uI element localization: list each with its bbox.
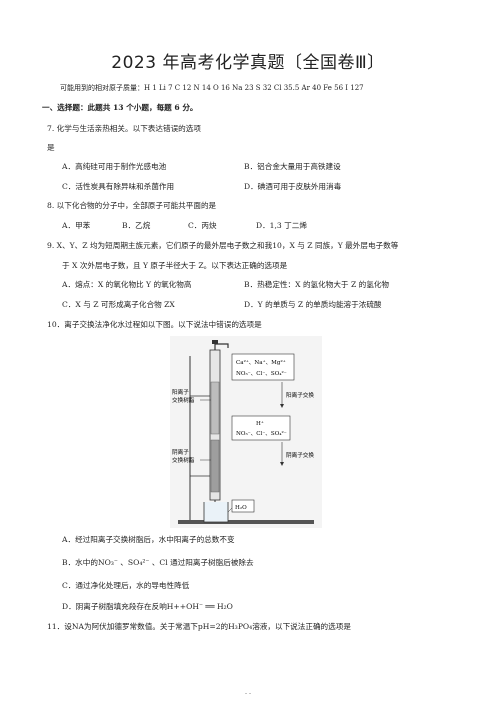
q9-stem-cont: 于 X 次外层电子数，且 Y 原子半径大于 Z。以下表达正确的选项是: [62, 261, 288, 270]
ions-top-line1: Ca²⁺、Na⁺、Mg²⁺: [236, 359, 286, 366]
q9-option-b: B．热稳定性：X 的氢化物大于 Z 的氢化物: [244, 280, 390, 289]
page-title: 2023 年高考化学真题〔全国卷Ⅲ〕: [111, 53, 385, 73]
q8-option-c: C．丙炔: [188, 221, 217, 230]
q8-option-d: D．1,3 丁二烯: [256, 221, 307, 230]
q11-stem: 11．设NA为阿伏加德罗常数值。关于常温下pH=2的H₃PO₄溶液，以下说法正确…: [47, 622, 351, 631]
ions-top-line2: NO₃⁻、Cl⁻、SO₄²⁻: [236, 370, 287, 377]
beaker: [203, 502, 229, 523]
anion-resin-label-2: 交换树脂: [172, 456, 195, 464]
q9-option-d: D．Y 的单质与 Z 的单质均能溶于浓硫酸: [244, 300, 382, 309]
ions-box-mid: [231, 415, 291, 441]
q10-option-b: B．水中的NO₃⁻ 、SO₄²⁻ 、Cl 通过阳离子树脂后被除去: [62, 558, 254, 567]
atomic-masses-line: 可能用到的相对原子质量：H 1 Li 7 C 12 N 14 O 16 Na 2…: [60, 84, 364, 92]
ions-box-top: [231, 353, 295, 381]
ion-exchange-figure: Ca²⁺、Na⁺、Mg²⁺ NO₃⁻、Cl⁻、SO₄²⁻ 阳离子 交换树脂 阳离…: [170, 336, 322, 528]
q7-stem-cont: 是: [47, 143, 55, 152]
q8-option-a: A．甲苯: [62, 221, 91, 230]
q7-option-c: C．活性炭具有除异味和杀菌作用: [62, 182, 175, 191]
anion-resin-label-1: 阴离子: [172, 448, 189, 456]
section-heading: 一、选择题：此题共 13 个小题，每题 6 分。: [42, 103, 198, 112]
water-label: H₂O: [235, 505, 247, 511]
page-footer: - -: [245, 690, 251, 697]
anion-exchange-label: 阴离子交换: [286, 451, 314, 459]
h-ion-label: H⁺: [256, 420, 264, 427]
q10-stem: 10．离子交换法净化水过程如以下图。以下说法中错误的选项是: [47, 320, 262, 329]
q7-option-a: A．高纯硅可用于制作光感电池: [62, 162, 167, 171]
q8-option-b: B．乙烷: [122, 221, 151, 230]
q8-stem: 8. 以下化合物的分子中，全部原子可能共平面的是: [47, 201, 217, 210]
cation-resin-bed: [210, 381, 220, 435]
q7-option-d: D．碘酒可用于皮肤外用消毒: [244, 182, 342, 191]
anion-resin-bed: [210, 439, 220, 493]
cation-resin-label-2: 交换树脂: [172, 396, 195, 404]
q9-option-c: C．X 与 Z 可形成离子化合物 ZX: [62, 300, 175, 309]
q10-option-d: D．阴离子树脂填充段存在反响H++OH⁻ ══ H₂O: [62, 602, 233, 611]
q9-option-a: A．熔点：X 的氧化物比 Y 的氧化物高: [62, 280, 192, 289]
q10-option-a: A．经过阳离子交换树脂后，水中阳离子的总数不变: [62, 535, 235, 544]
ions-mid-label: NO₃⁻、Cl⁻、SO₄²⁻: [236, 430, 287, 437]
q7-stem: 7. 化学与生活亲热相关。以下表达错误的选项: [47, 124, 201, 133]
cation-exchange-label: 阳离子交换: [286, 391, 314, 399]
q9-stem: 9. X、Y、Z 均为短周期主族元素，它们原子的最外层电子数之和我10，X 与 …: [47, 241, 399, 250]
q10-option-c: C．通过净化处理后，水的导电性降低: [62, 581, 190, 590]
q7-option-b: B．铝合金大量用于高铁建设: [244, 162, 341, 171]
water-box: [231, 499, 255, 513]
cation-resin-label-1: 阳离子: [172, 388, 189, 396]
ion-exchange-diagram: Ca²⁺、Na⁺、Mg²⁺ NO₃⁻、Cl⁻、SO₄²⁻ 阳离子 交换树脂 阳离…: [170, 336, 322, 528]
